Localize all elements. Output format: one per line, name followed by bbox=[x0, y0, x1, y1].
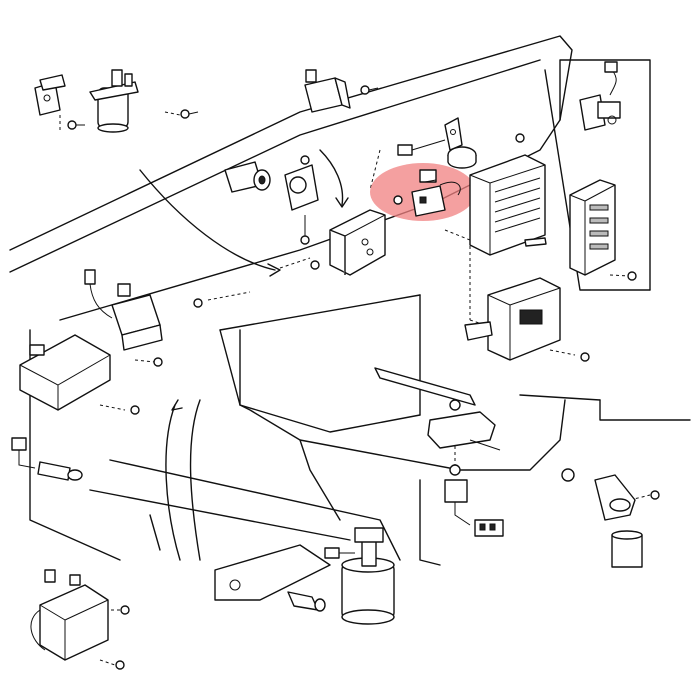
relay-bracket-icon bbox=[34, 74, 85, 130]
fuse-panel-slots bbox=[589, 204, 609, 250]
starter-relay-icon bbox=[30, 569, 130, 670]
control-module-icon bbox=[464, 277, 590, 362]
highlighted-sensor-icon bbox=[370, 163, 476, 221]
oil-pressure-switch-icon bbox=[287, 591, 326, 612]
horn-sensor-icon bbox=[397, 117, 525, 169]
hand-brake-lever-icon bbox=[374, 367, 501, 451]
switch-icon bbox=[224, 161, 271, 193]
fuse-box-icon bbox=[469, 154, 547, 256]
relay-icon bbox=[304, 69, 379, 113]
connector-sensor-icon bbox=[579, 61, 621, 131]
guide-lines bbox=[59, 111, 651, 666]
solenoid-icon bbox=[89, 69, 199, 133]
relay-cube-icon bbox=[561, 468, 660, 568]
fuse-panel-icon bbox=[569, 179, 637, 281]
large-relay-icon bbox=[19, 334, 140, 415]
brake-switch-icon bbox=[11, 437, 83, 481]
fuse-slots bbox=[494, 177, 541, 233]
brake-light-switch-icon bbox=[444, 464, 504, 537]
flasher-unit-icon bbox=[84, 269, 203, 367]
relay-box-icon bbox=[310, 209, 386, 276]
vacuum-actuator-icon bbox=[324, 527, 395, 625]
bracket-icon bbox=[284, 155, 319, 245]
